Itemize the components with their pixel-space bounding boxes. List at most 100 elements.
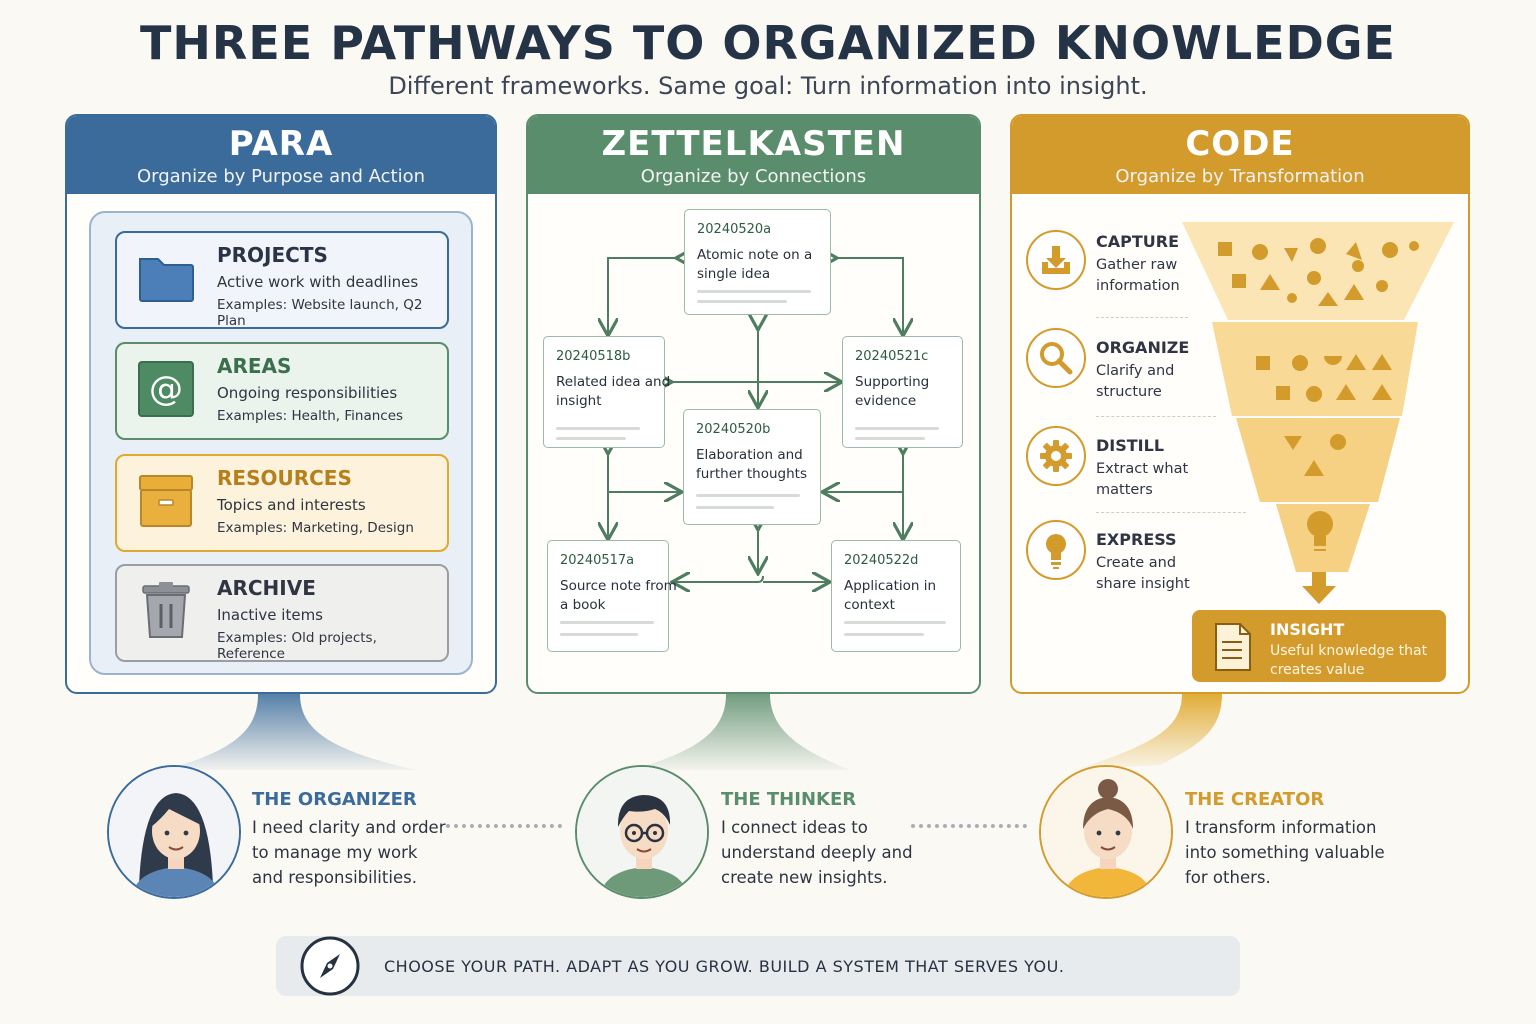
stage-desc: Gather raw information xyxy=(1096,257,1180,294)
file-box-icon xyxy=(139,475,193,527)
card-examples: Examples: Health, Finances xyxy=(217,408,404,424)
note-line xyxy=(855,427,939,430)
card-title: RESOURCES xyxy=(217,466,352,490)
stage-title: CAPTURE xyxy=(1096,232,1180,251)
lightbulb-icon xyxy=(1046,534,1066,569)
zettelkasten-title: ZETTELKASTEN xyxy=(601,124,906,164)
persona-title: THE ORGANIZER xyxy=(252,789,417,810)
note-line xyxy=(844,621,946,624)
persona-title: THE THINKER xyxy=(721,789,857,810)
stage-title: ORGANIZE xyxy=(1096,338,1190,357)
card-desc: Inactive items xyxy=(217,606,323,624)
note-text: Atomic note on a single idea xyxy=(697,247,813,282)
stage-desc: Create and share insight xyxy=(1096,555,1190,592)
footer-text: CHOOSE YOUR PATH. ADAPT AS YOU GROW. BUI… xyxy=(384,957,1065,976)
code-header: CODE Organize by Transformation xyxy=(1012,116,1468,194)
note-line xyxy=(697,290,811,293)
note-id: 20240517a xyxy=(560,553,635,568)
zettel-note: 20240520b Elaboration and further though… xyxy=(683,409,821,525)
stage-desc: Extract what matters xyxy=(1096,461,1189,498)
para-card-archive: ARCHIVE Inactive items Examples: Old pro… xyxy=(115,564,449,662)
card-title: AREAS xyxy=(217,354,292,378)
note-id: 20240521c xyxy=(855,349,929,364)
funnel-layer-distill xyxy=(1236,418,1400,502)
note-text: Source note from a book xyxy=(560,578,677,613)
persona-desc: I connect ideas to understand deeply and… xyxy=(721,818,913,887)
trash-icon xyxy=(142,582,190,638)
footer-banner: CHOOSE YOUR PATH. ADAPT AS YOU GROW. BUI… xyxy=(276,936,1240,996)
compass-icon xyxy=(300,936,360,996)
para-subtitle: Organize by Purpose and Action xyxy=(136,166,426,187)
page-subtitle: Different frameworks. Same goal: Turn in… xyxy=(388,72,1148,100)
note-line xyxy=(556,437,626,440)
note-id: 20240520a xyxy=(697,222,772,237)
para-card-container: PROJECTS Active work with deadlines Exam… xyxy=(89,211,473,675)
note-id: 20240522d xyxy=(844,553,919,568)
stage-divider xyxy=(1096,512,1246,513)
funnel-layer-capture xyxy=(1182,222,1454,320)
persona-desc: I transform information into something v… xyxy=(1185,818,1385,887)
organizer-portrait xyxy=(109,767,239,897)
zettel-note: 20240522d Application in context xyxy=(831,540,961,652)
svg-text:@: @ xyxy=(149,369,183,409)
code-connector xyxy=(1075,694,1222,770)
gear-icon xyxy=(1040,440,1072,472)
capture-stage-icon xyxy=(1026,230,1086,290)
note-line xyxy=(560,621,654,624)
stage-title: DISTILL xyxy=(1096,436,1165,455)
code-subtitle: Organize by Transformation xyxy=(1115,166,1365,187)
distill-stage-icon xyxy=(1026,426,1086,486)
zettel-note: 20240521c Supporting evidence xyxy=(842,336,963,448)
note-text: Application in context xyxy=(844,578,937,613)
stage-title: EXPRESS xyxy=(1096,530,1177,549)
express-stage-icon xyxy=(1026,520,1086,580)
card-examples: Examples: Website launch, Q2 Plan xyxy=(217,297,423,329)
at-sign-icon: @ xyxy=(138,361,194,417)
card-examples: Examples: Marketing, Design xyxy=(217,520,414,536)
stage-divider xyxy=(1096,317,1188,318)
para-title: PARA xyxy=(228,124,334,164)
persona-title: THE CREATOR xyxy=(1185,789,1325,810)
magnifier-icon xyxy=(1040,342,1073,375)
dotted-connector xyxy=(446,824,562,828)
note-line xyxy=(844,633,924,636)
para-header: PARA Organize by Purpose and Action xyxy=(67,116,495,194)
card-title: ARCHIVE xyxy=(217,576,316,600)
zettelkasten-header: ZETTELKASTEN Organize by Connections xyxy=(528,116,979,194)
funnel-shapes xyxy=(1218,238,1419,476)
note-line xyxy=(697,300,787,303)
page-title: THREE PATHWAYS TO ORGANIZED KNOWLEDGE xyxy=(140,16,1396,70)
card-desc: Ongoing responsibilities xyxy=(217,384,398,402)
note-line xyxy=(696,494,800,497)
insight-title: INSIGHT xyxy=(1270,620,1345,639)
persona-desc: I need clarity and order to manage my wo… xyxy=(252,818,446,887)
stage-divider xyxy=(1096,416,1216,417)
card-desc: Topics and interests xyxy=(217,496,366,514)
organizer-avatar xyxy=(107,765,241,899)
note-id: 20240520b xyxy=(696,422,771,437)
funnel-layer-organize xyxy=(1212,322,1418,416)
zettelkasten-subtitle: Organize by Connections xyxy=(640,166,867,187)
card-examples: Examples: Old projects, Reference xyxy=(217,630,377,662)
zettel-note: 20240520a Atomic note on a single idea xyxy=(684,209,831,315)
dotted-connector xyxy=(911,824,1027,828)
code-panel: CODE Organize by Transformation CAPTURE … xyxy=(1010,114,1470,694)
down-arrow xyxy=(1302,572,1336,604)
folder-icon xyxy=(139,258,194,302)
code-title: CODE xyxy=(1185,124,1295,164)
zettelkasten-panel: ZETTELKASTEN Organize by Connections 202… xyxy=(526,114,981,694)
insight-box: INSIGHT Useful knowledge that creates va… xyxy=(1192,610,1446,682)
zettel-note: 20240517a Source note from a book xyxy=(547,540,677,652)
note-text: Elaboration and further thoughts xyxy=(696,447,807,482)
zettel-note: 20240518b Related idea and insight xyxy=(543,336,670,448)
card-title: PROJECTS xyxy=(217,243,328,267)
insight-desc: Useful knowledge that creates value xyxy=(1270,643,1428,678)
creator-portrait xyxy=(1041,767,1171,897)
lightbulb-shape xyxy=(1307,511,1333,551)
para-panel: PARA Organize by Purpose and Action PROJ… xyxy=(65,114,497,694)
note-line xyxy=(556,427,640,430)
para-card-resources: RESOURCES Topics and interests Examples:… xyxy=(115,454,449,552)
stage-desc: Clarify and structure xyxy=(1096,363,1175,400)
card-desc: Active work with deadlines xyxy=(217,273,419,291)
note-text: Related idea and insight xyxy=(556,374,671,409)
